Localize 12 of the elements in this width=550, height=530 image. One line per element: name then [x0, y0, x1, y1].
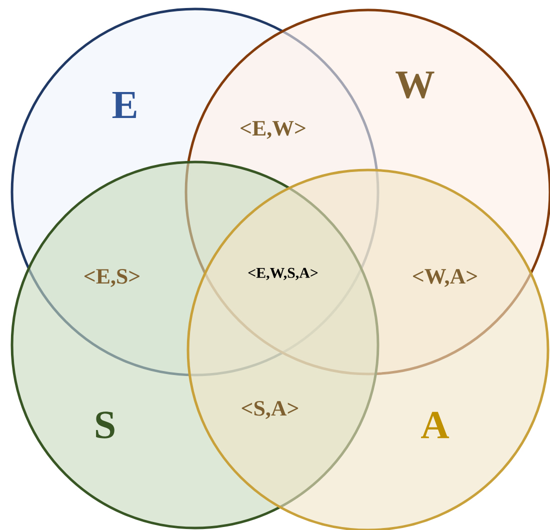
venn-circle [10, 160, 380, 530]
intersection-label: <E,W,S,A> [248, 268, 318, 280]
venn-circle [186, 168, 550, 530]
set-label: E [112, 92, 136, 118]
set-label: S [96, 412, 114, 438]
venn-circle [184, 8, 550, 376]
intersection-label: <W,A> [413, 269, 477, 287]
set-label: W [396, 72, 434, 98]
intersection-label: <E,W> [240, 121, 306, 139]
set-label: A [421, 412, 450, 438]
intersection-label: <S,A> [242, 401, 298, 419]
intersection-label: <E,S> [84, 269, 140, 287]
